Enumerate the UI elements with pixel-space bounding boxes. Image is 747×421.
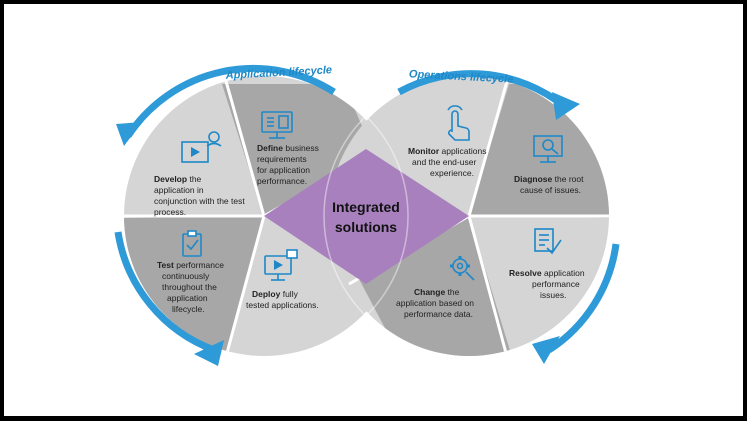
right-top-arrow: [397, 70, 567, 109]
test-bold: Test: [157, 260, 174, 270]
diagnose-text: Diagnose the root cause of issues.: [514, 174, 586, 195]
clipboard-check-icon: [182, 230, 202, 257]
change-bold: Change: [414, 287, 445, 297]
diagram-frame: Integrated solutions Application lifecyc…: [4, 4, 743, 416]
change-line-1: the: [448, 287, 460, 297]
right-bottom-arrowhead: [532, 336, 560, 364]
change-line-2: application based on: [396, 298, 474, 308]
change-line-3: performance data.: [404, 309, 473, 319]
test-line-1: performance: [176, 260, 224, 270]
develop-line-3: conjunction with the test: [154, 196, 245, 206]
monitor-play-icon: [264, 249, 298, 281]
resolve-line-3: issues.: [540, 290, 566, 300]
monitor-line-2: and the end-user: [412, 157, 476, 167]
define-line-2: requirements: [257, 154, 307, 164]
video-chat-icon: [181, 131, 222, 163]
monitor-line-3: experience.: [430, 168, 474, 178]
magnify-monitor-icon: [533, 135, 563, 163]
right-bottom-arrow: [547, 243, 620, 353]
define-line-4: performance.: [257, 176, 307, 186]
test-text: Test performance continuously throughout…: [157, 260, 226, 314]
develop-line-4: process.: [154, 207, 186, 217]
resolve-line-1: application: [544, 268, 585, 278]
test-line-3: throughout the: [162, 282, 217, 292]
left-cycle-title: Application lifecycle: [224, 64, 332, 82]
change-text: Change the application based on performa…: [396, 287, 476, 319]
deploy-line-1: fully: [283, 289, 299, 299]
right-cycle-title: Operations lifecycle: [409, 68, 514, 85]
diagnose-line-2: cause of issues.: [520, 185, 581, 195]
left-bottom-arrow: [114, 231, 216, 354]
develop-line-2: application in: [154, 185, 204, 195]
deploy-bold: Deploy: [252, 289, 281, 299]
segment-define: [222, 84, 374, 216]
test-line-4: application: [167, 293, 208, 303]
test-line-5: lifecycle.: [172, 304, 205, 314]
develop-line-1: the: [189, 174, 201, 184]
left-bottom-arrowhead: [194, 340, 224, 366]
develop-text: Develop the application in conjunction w…: [154, 174, 247, 217]
resolve-text: Resolve application performance issues.: [509, 268, 587, 300]
gear-wrench-icon: [450, 256, 475, 281]
left-top-arrow: [125, 65, 336, 138]
checklist-icon: [534, 228, 562, 255]
deploy-text: Deploy fully tested applications.: [246, 289, 319, 310]
monitor-line-1: applications: [442, 146, 487, 156]
develop-bold: Develop: [154, 174, 187, 184]
monitor-bold: Monitor: [408, 146, 440, 156]
segment-labels: Define business requirements for applica…: [154, 143, 587, 319]
test-line-2: continuously: [162, 271, 210, 281]
center-line-1: Integrated: [332, 199, 400, 215]
deploy-line-2: tested applications.: [246, 300, 319, 310]
resolve-bold: Resolve: [509, 268, 542, 278]
define-line-3: for application: [257, 165, 310, 175]
pointer-hand-icon: [447, 105, 470, 141]
define-text: Define business requirements for applica…: [257, 143, 321, 186]
display-icon: [261, 111, 293, 139]
diagnose-line-1: the root: [555, 174, 584, 184]
center-diamond: [264, 149, 469, 284]
center-line-2: solutions: [335, 219, 397, 235]
right-top-arrowhead: [552, 92, 580, 120]
define-bold: Define: [257, 143, 283, 153]
resolve-line-2: performance: [532, 279, 580, 289]
left-top-arrowhead: [116, 122, 142, 146]
monitor-text: Monitor applications and the end-user ex…: [408, 146, 489, 178]
infinity-diagram: Integrated solutions Application lifecyc…: [114, 64, 620, 366]
diagnose-bold: Diagnose: [514, 174, 553, 184]
define-line-1: business: [285, 143, 319, 153]
segment-change: [359, 216, 514, 356]
